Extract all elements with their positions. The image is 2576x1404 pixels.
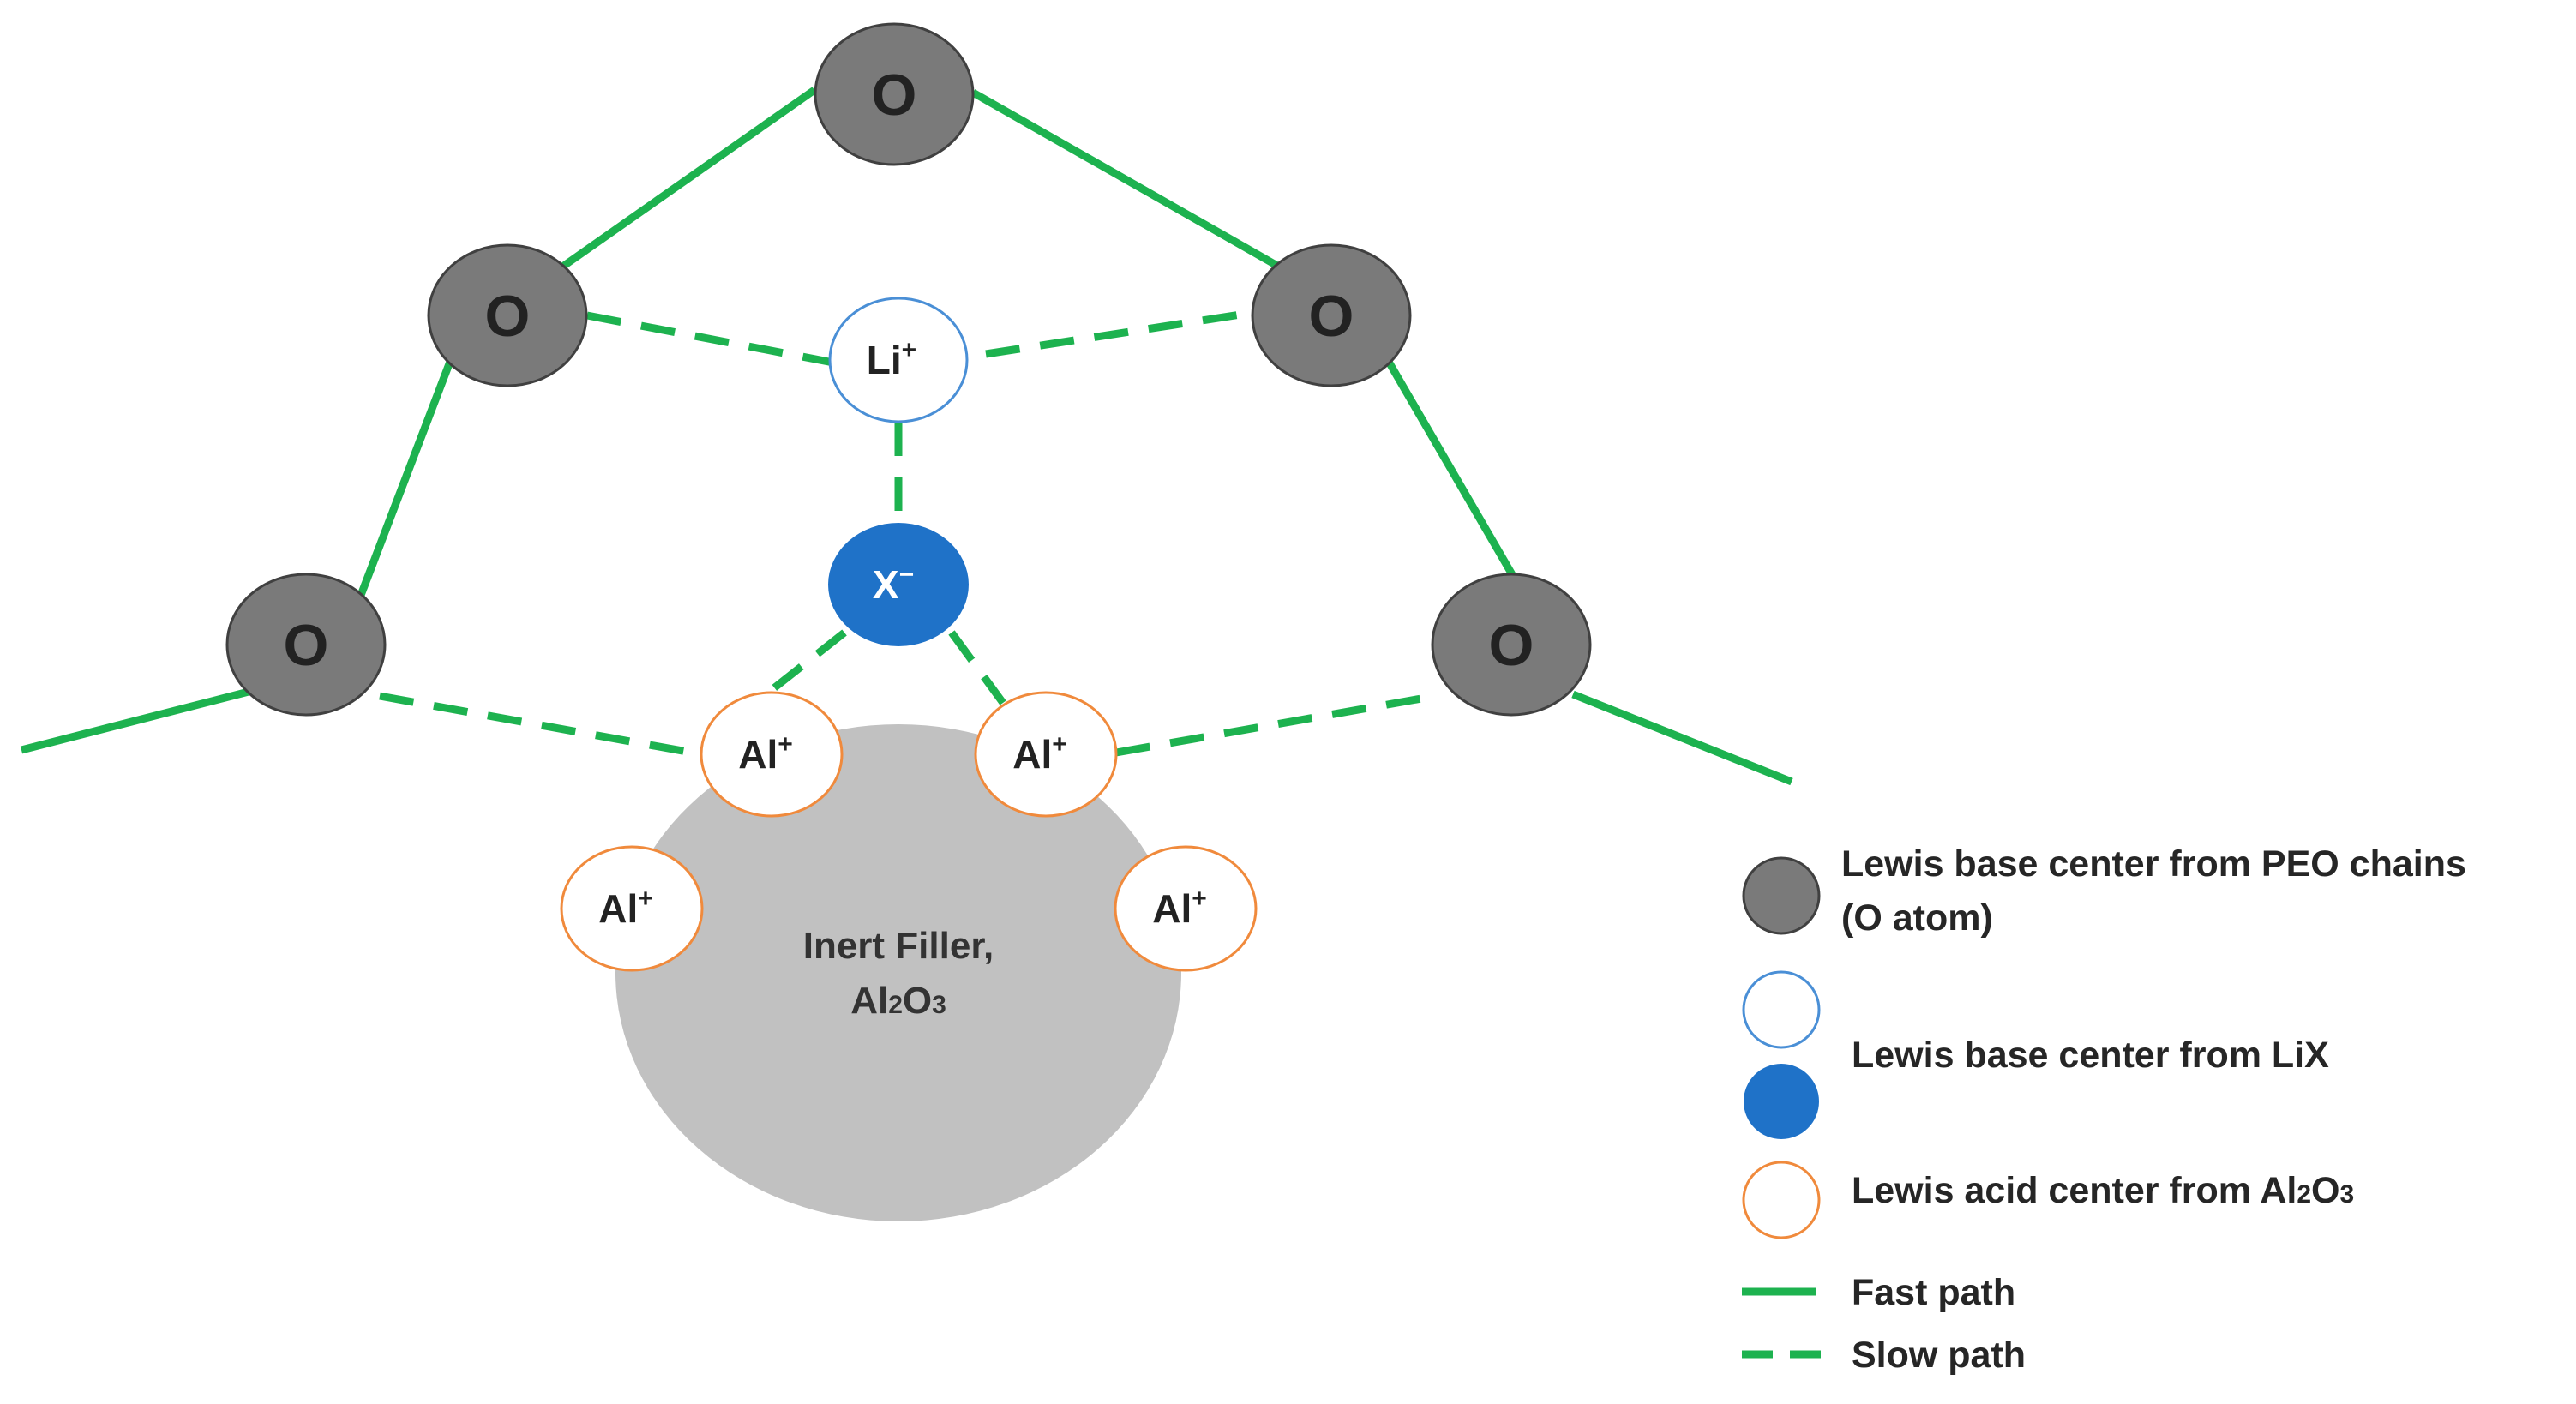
oxygen-label: O [1309, 284, 1354, 349]
fast-path-segment [970, 89, 1280, 269]
slow-path-segment [1115, 692, 1437, 757]
legend-al2o3-text: Lewis acid center from Al2O3 [1852, 1170, 2354, 1211]
filler-label-line1: Inert Filler, [803, 925, 994, 967]
svg-text:Li+: Li+ [867, 336, 916, 382]
legend-blue-filled-circle-icon [1744, 1064, 1819, 1139]
oxygen-atom: O [427, 243, 588, 387]
legend-blue-outline-circle-icon [1742, 970, 1821, 1049]
fast-path-segment [1571, 690, 1793, 786]
svg-text:Al+: Al+ [1012, 730, 1067, 777]
inert-filler-particle [615, 724, 1181, 1221]
legend-fast-path-text: Fast path [1852, 1272, 2015, 1313]
aluminum-ion: Al+ [1114, 845, 1258, 972]
svg-text:Al+: Al+ [598, 885, 653, 931]
oxygen-atom: O [814, 22, 975, 166]
slow-path-segment [379, 692, 702, 759]
slow-path-segment [985, 309, 1252, 358]
fast-path-segment [356, 360, 454, 599]
legend: Lewis base center from PEO chains (O ato… [1742, 843, 2466, 1376]
svg-text:Al+: Al+ [1152, 885, 1207, 931]
svg-text:Al+: Al+ [738, 730, 793, 777]
li-ion-charge: + [902, 336, 917, 364]
lithium-ion: Li+ [828, 297, 969, 423]
fast-path-segment [559, 87, 817, 271]
oxygen-atom: O [1431, 573, 1592, 717]
slow-path-segment [769, 629, 847, 693]
al-ion-label: Al [1152, 886, 1192, 931]
legend-gray-circle-icon [1742, 856, 1821, 935]
legend-orange-outline-circle-icon [1742, 1161, 1821, 1239]
oxygen-atom: O [1251, 243, 1412, 387]
aluminum-ion: Al+ [560, 845, 704, 972]
slow-path-network [379, 309, 1437, 759]
legend-slow-path-text: Slow path [1852, 1335, 2026, 1376]
aluminum-ion: Al+ [974, 691, 1118, 818]
al-ion-label: Al [738, 732, 778, 777]
li-ion-label: Li [867, 338, 902, 382]
oxygen-label: O [485, 284, 531, 349]
svg-text:X−: X− [873, 561, 914, 607]
oxygen-label: O [872, 63, 917, 128]
al-ion-charge: + [778, 730, 793, 759]
filler-label-line2: Al2O3 [850, 980, 946, 1022]
oxygen-atom: O [225, 573, 387, 717]
legend-lix-text: Lewis base center from LiX [1852, 1035, 2329, 1076]
fast-path-segment [20, 687, 250, 754]
al-ion-label: Al [598, 886, 638, 931]
legend-peo-line1: Lewis base center from PEO chains [1841, 843, 2466, 885]
fast-path-segment [1385, 359, 1516, 579]
oxygen-label: O [1489, 613, 1534, 678]
slow-path-segment [948, 630, 1006, 705]
al-ion-charge: + [1192, 885, 1207, 913]
al-ion-charge: + [638, 885, 653, 913]
anion-label: X [873, 562, 899, 607]
aluminum-ion: Al+ [700, 691, 844, 818]
al-ion-label: Al [1012, 732, 1052, 777]
anion-x: X− [828, 523, 969, 646]
anion-charge: − [899, 561, 915, 589]
oxygen-label: O [284, 613, 329, 678]
slow-path-segment [586, 311, 834, 367]
al-ion-charge: + [1052, 730, 1067, 759]
legend-peo-line2: (O atom) [1841, 897, 1993, 939]
fast-path-chain [20, 87, 1793, 786]
